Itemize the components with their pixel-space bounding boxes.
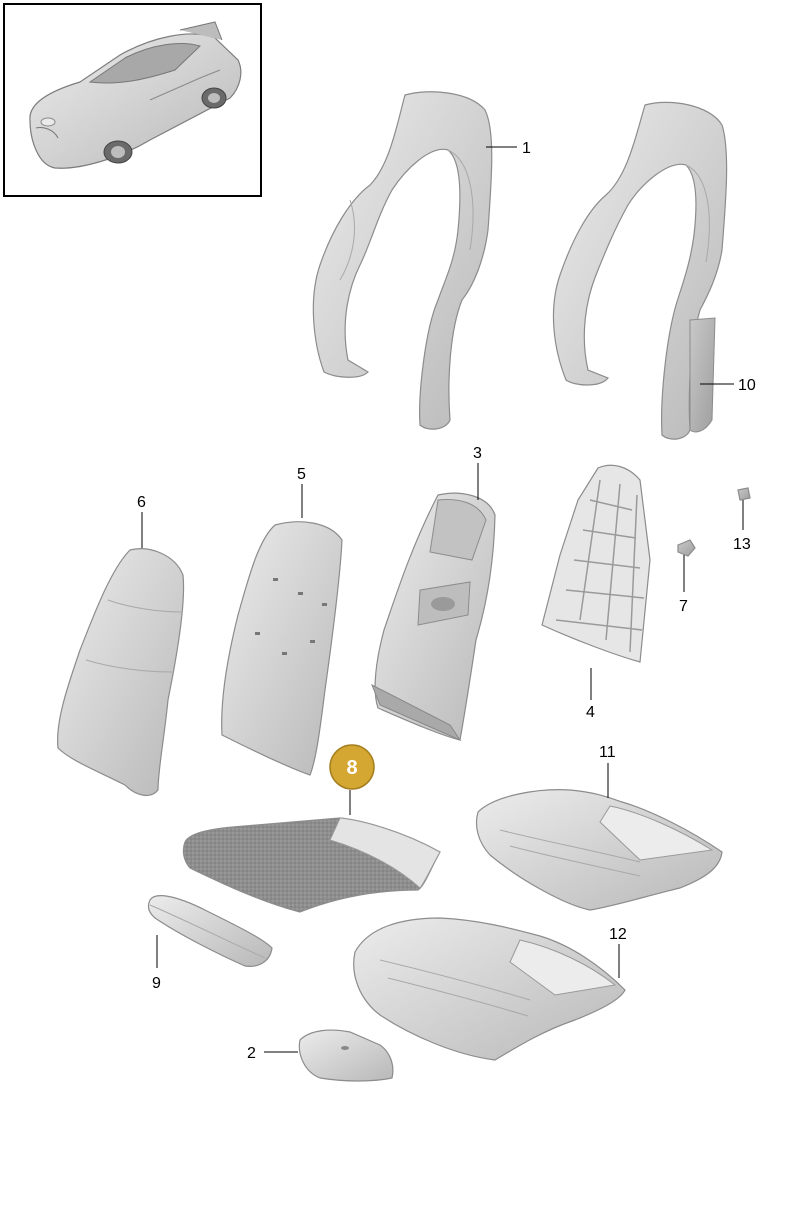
part-4-backrest-frame (541, 464, 651, 663)
callout-9[interactable]: 9 (152, 975, 161, 992)
callout-2[interactable]: 2 (247, 1045, 256, 1062)
callout-numbers: 1 2 3 4 5 6 7 9 10 11 12 13 (137, 140, 756, 1062)
part-8-seat-cushion-cover (182, 817, 441, 913)
highlight-badge[interactable]: 8 (329, 744, 375, 790)
callout-5[interactable]: 5 (297, 466, 306, 483)
callout-7[interactable]: 7 (679, 598, 688, 615)
part-1-backrest-shell (312, 91, 493, 430)
callout-6[interactable]: 6 (137, 494, 146, 511)
car-icon (29, 21, 242, 169)
callout-3[interactable]: 3 (473, 445, 482, 462)
callout-11[interactable]: 11 (599, 744, 616, 761)
part-7-clip (677, 539, 696, 557)
callout-12[interactable]: 12 (609, 926, 627, 943)
part-5-backrest-foam (221, 521, 343, 776)
callout-1[interactable]: 1 (522, 140, 531, 157)
callout-4[interactable]: 4 (586, 704, 595, 721)
part-11-seat-cushion (475, 789, 723, 911)
part-9-bolster (147, 895, 273, 967)
part-10-backrest-shell (552, 101, 728, 440)
callout-10[interactable]: 10 (738, 377, 756, 394)
part-6-backrest-cover (57, 548, 185, 797)
callout-leaders (141, 146, 744, 1053)
part-3-backrest-padding (371, 492, 496, 742)
callout-13[interactable]: 13 (733, 536, 751, 553)
part-2-bracket (298, 1029, 394, 1082)
thumbnail-frame (3, 3, 262, 197)
callout-8[interactable]: 8 (346, 757, 357, 779)
part-13-clip (737, 487, 751, 501)
part-12-seat-frame (353, 917, 626, 1061)
